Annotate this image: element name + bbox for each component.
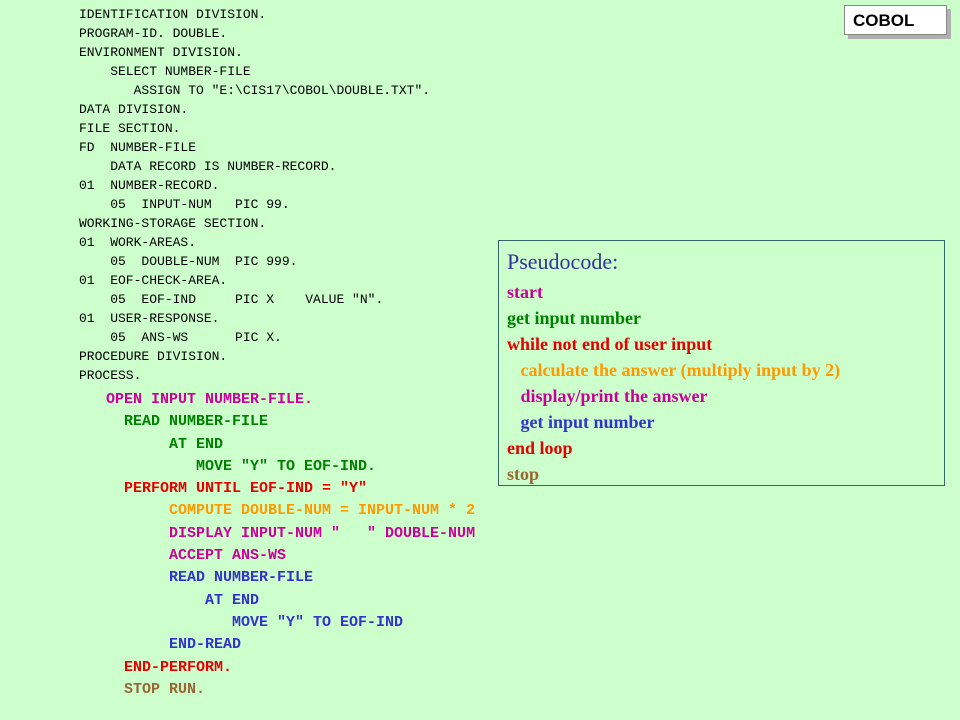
code-line: FILE SECTION. bbox=[79, 121, 181, 136]
cobol-label: COBOL bbox=[844, 5, 947, 35]
pseudocode-line: get input number bbox=[507, 412, 655, 432]
code-line: PROCEDURE DIVISION. bbox=[79, 349, 228, 364]
pseudocode-line: end loop bbox=[507, 438, 573, 458]
pseudocode-line: while not end of user input bbox=[507, 334, 713, 354]
procedure-line: MOVE "Y" TO EOF-IND. bbox=[79, 457, 377, 475]
procedure-line: ACCEPT ANS-WS bbox=[79, 547, 287, 565]
code-line: 05 DOUBLE-NUM PIC 999. bbox=[79, 254, 298, 269]
procedure-line: MOVE "Y" TO EOF-IND bbox=[79, 613, 404, 631]
pseudocode-line: start bbox=[507, 282, 543, 302]
code-line: ENVIRONMENT DIVISION. bbox=[79, 45, 243, 60]
code-line: DATA DIVISION. bbox=[79, 102, 189, 117]
procedure-line: PERFORM UNTIL EOF-IND = "Y" bbox=[79, 480, 368, 498]
pseudocode-line: get input number bbox=[507, 308, 642, 328]
code-line: 01 USER-RESPONSE. bbox=[79, 311, 220, 326]
pseudocode-box: Pseudocode: start get input number while n… bbox=[498, 240, 945, 486]
procedure-line: READ NUMBER-FILE bbox=[79, 413, 269, 431]
code-line: ASSIGN TO "E:\CIS17\COBOL\DOUBLE.TXT". bbox=[79, 83, 431, 98]
procedure-line: READ NUMBER-FILE bbox=[79, 569, 314, 587]
code-line: PROCESS. bbox=[79, 368, 142, 383]
code-line: 05 INPUT-NUM PIC 99. bbox=[79, 197, 290, 212]
code-line: 05 EOF-IND PIC X VALUE "N". bbox=[79, 292, 384, 307]
procedure-line: STOP RUN. bbox=[79, 680, 206, 698]
code-line: 05 ANS-WS PIC X. bbox=[79, 330, 282, 345]
procedure-line: END-PERFORM. bbox=[79, 658, 233, 676]
procedure-line: DISPLAY INPUT-NUM " " DOUBLE-NUM bbox=[79, 524, 476, 542]
cobol-declarations: IDENTIFICATION DIVISION. PROGRAM-ID. DOUB… bbox=[79, 5, 430, 385]
code-line: DATA RECORD IS NUMBER-RECORD. bbox=[79, 159, 337, 174]
code-line: 01 EOF-CHECK-AREA. bbox=[79, 273, 228, 288]
code-line: IDENTIFICATION DIVISION. bbox=[79, 7, 267, 22]
pseudocode-line: display/print the answer bbox=[507, 386, 708, 406]
pseudocode-line: calculate the answer (multiply input by … bbox=[507, 360, 841, 380]
pseudocode-lines: start get input number while not end of us… bbox=[507, 279, 936, 487]
procedure-line: END-READ bbox=[79, 636, 242, 654]
code-line: PROGRAM-ID. DOUBLE. bbox=[79, 26, 228, 41]
code-line: 01 WORK-AREAS. bbox=[79, 235, 197, 250]
code-line: FD NUMBER-FILE bbox=[79, 140, 197, 155]
pseudocode-line: stop bbox=[507, 464, 540, 484]
code-line: 01 NUMBER-RECORD. bbox=[79, 178, 220, 193]
pseudocode-title: Pseudocode: bbox=[507, 249, 619, 274]
procedure-line: AT END bbox=[79, 435, 224, 453]
procedure-line: AT END bbox=[79, 591, 260, 609]
procedure-line: OPEN INPUT NUMBER-FILE. bbox=[79, 391, 314, 408]
code-line: SELECT NUMBER-FILE bbox=[79, 64, 251, 79]
code-line: WORKING-STORAGE SECTION. bbox=[79, 216, 267, 231]
cobol-procedure-code: OPEN INPUT NUMBER-FILE. READ NUMBER-FILE… bbox=[79, 389, 475, 701]
procedure-line: COMPUTE DOUBLE-NUM = INPUT-NUM * 2 bbox=[79, 502, 476, 520]
